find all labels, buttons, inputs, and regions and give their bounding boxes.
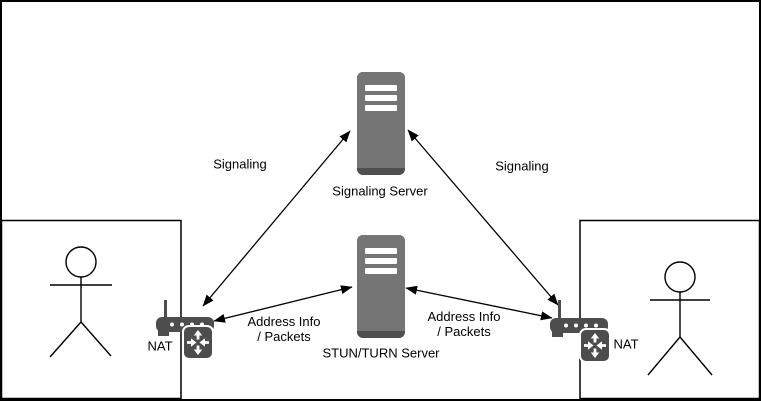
server-slot [365, 268, 397, 274]
right-network-box [579, 219, 761, 400]
actor-right-leg [80, 321, 112, 357]
left-network-box [0, 219, 182, 400]
router-antenna [164, 300, 167, 318]
address-edge-label-right: Address Info / Packets [428, 309, 501, 339]
address-label-line2: / Packets [437, 324, 491, 339]
router-foot [158, 330, 169, 336]
nat-left-icon [156, 300, 214, 360]
actor-head [65, 246, 97, 278]
router-foot [552, 331, 563, 337]
server-slot [365, 105, 397, 111]
address-arrow-left [213, 285, 353, 323]
server-slot [365, 258, 397, 264]
router-square-body [579, 328, 611, 363]
router-antenna [558, 300, 561, 318]
arrow-up-glyph [193, 330, 203, 340]
router-square-icon [579, 328, 611, 363]
arrow-down-glyph [193, 345, 203, 355]
router-led [180, 322, 184, 327]
nat-label-left: NAT [147, 338, 173, 354]
person-left-icon [49, 246, 112, 358]
router-led [170, 322, 174, 327]
actor-left-leg [49, 321, 82, 358]
arrow-left-glyph [596, 341, 606, 350]
nat-right-icon [550, 300, 611, 363]
signaling-server-label: Signaling Server [332, 183, 428, 199]
router-square-body [182, 325, 214, 360]
router-led [584, 323, 588, 328]
arrow-left-glyph [199, 338, 209, 347]
arrow-right-glyph [584, 341, 594, 350]
stun-turn-server-icon [357, 235, 405, 338]
router-led [594, 323, 598, 328]
arrow-right-glyph [187, 338, 197, 347]
router-led [574, 323, 578, 328]
signaling-arrow-left [202, 130, 351, 307]
actor-right-leg [679, 336, 713, 376]
address-label-line1: Address Info [427, 309, 501, 324]
signaling-edge-label-left: Signaling [213, 156, 267, 172]
signaling-server-icon [357, 72, 405, 175]
address-edge-label-left: Address Info / Packets [248, 314, 321, 344]
signaling-edge-label-right: Signaling [495, 158, 549, 174]
server-slot [365, 248, 397, 254]
actor-head [664, 261, 696, 293]
stun-turn-server-label: STUN/TURN Server [322, 345, 440, 361]
address-label-line2: / Packets [257, 329, 311, 344]
arrow-down-glyph [590, 348, 600, 358]
actor-left-leg [647, 336, 681, 376]
router-square-icon [182, 325, 214, 360]
router-led [564, 323, 568, 328]
address-label-line1: Address Info [247, 314, 321, 329]
nat-label-right: NAT [613, 336, 639, 352]
person-right-icon [647, 261, 713, 376]
address-arrow-right [405, 285, 553, 321]
signaling-arrow-right [407, 129, 559, 306]
arrow-up-glyph [590, 333, 600, 343]
server-slot [365, 85, 397, 91]
server-slot [365, 95, 397, 101]
